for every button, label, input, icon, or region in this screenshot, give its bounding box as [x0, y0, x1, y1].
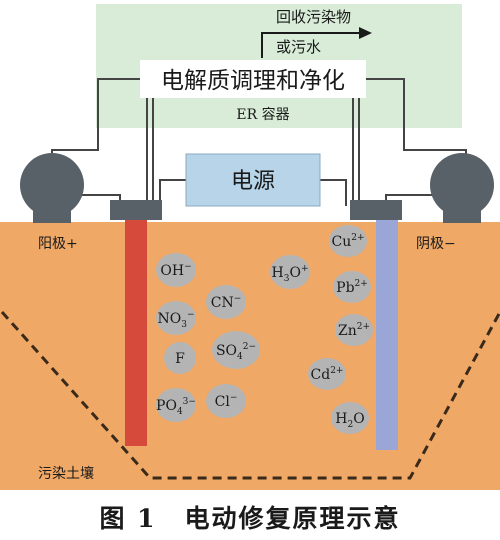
- figure-caption: 图 1 电动修复原理示意: [0, 497, 500, 537]
- ion-formula: CN−: [211, 294, 242, 311]
- ion-bubble: [156, 253, 196, 287]
- contaminated-soil-label: 污染土壤: [38, 465, 94, 482]
- ion-bubble: [156, 301, 196, 335]
- contaminated-zone-boundary: [0, 311, 500, 480]
- ion-formula: Cu2+: [331, 233, 364, 250]
- ion-formula: SO42−: [216, 342, 256, 362]
- ion-formula: PO43−: [156, 397, 196, 417]
- ion-bubble: [212, 331, 260, 369]
- ion-oh: OH−: [156, 253, 196, 287]
- ion-h2o: H2O: [331, 402, 369, 434]
- figure-title: 电动修复原理示意: [184, 504, 401, 533]
- outflow-arrow-line: [261, 32, 360, 58]
- ion-bubble: [164, 342, 196, 374]
- cathode-label: 阴极−: [416, 236, 456, 252]
- ion-bubble: [206, 285, 246, 319]
- er-container-label: ER 容器: [236, 106, 289, 123]
- ion-bubble: [308, 358, 346, 390]
- ion-formula: F: [175, 351, 185, 367]
- ion-formula: Cd2+: [311, 366, 344, 383]
- ion-bubble: [156, 388, 196, 422]
- ion-bubble: [270, 255, 310, 289]
- cathode-electrode: [376, 220, 398, 450]
- ion-formula: Pb2+: [336, 279, 368, 296]
- ion-po4: PO43−: [156, 388, 196, 422]
- electrolyte-conditioning-band: [140, 60, 366, 98]
- right-pump-icon: [430, 153, 494, 223]
- ion-formula: NO3−: [157, 310, 194, 330]
- ion-bubbles: OH− NO3− F PO43− CN− SO42− Cl− H3O+ Cu2+ Pb2+ Zn2+…: [156, 225, 373, 434]
- ion-so4: SO42−: [212, 331, 260, 369]
- ion-bubble: [331, 402, 369, 434]
- ion-formula: OH−: [160, 262, 191, 279]
- anode-label: 阳极+: [38, 236, 78, 252]
- ion-no3: NO3−: [156, 301, 196, 335]
- power-supply-label: 电源: [231, 169, 275, 194]
- ion-h3o: H3O+: [270, 255, 310, 289]
- ion-cu: Cu2+: [329, 225, 367, 257]
- outflow-label-line2: 或污水: [276, 38, 321, 56]
- anode-electrode: [125, 220, 147, 446]
- ion-cd: Cd2+: [308, 358, 346, 390]
- ion-bubble: [333, 271, 371, 303]
- power-supply-box: [185, 153, 321, 207]
- ion-formula: H3O+: [272, 264, 309, 284]
- figure-number: 图 1: [99, 504, 157, 533]
- ion-bubble: [329, 225, 367, 257]
- ion-bubble: [335, 314, 373, 346]
- outflow-label-line1: 回收污染物: [276, 8, 351, 26]
- ion-cl: Cl−: [206, 384, 246, 418]
- ion-formula: H2O: [335, 411, 364, 430]
- ion-zn: Zn2+: [335, 314, 373, 346]
- electrolyte-conditioning-label: 电解质调理和净化: [161, 68, 345, 94]
- ion-pb: Pb2+: [333, 271, 371, 303]
- ion-f: F: [164, 342, 196, 374]
- ion-cn: CN−: [206, 285, 246, 319]
- outflow-arrow-head: [359, 27, 372, 39]
- anode-cap: [110, 200, 162, 220]
- ion-formula: Zn2+: [338, 322, 370, 339]
- ion-formula: Cl−: [215, 393, 238, 410]
- ion-bubble: [206, 384, 246, 418]
- cathode-cap: [350, 200, 402, 220]
- left-pump-icon: [20, 153, 84, 223]
- electrode-wiring: [146, 98, 360, 206]
